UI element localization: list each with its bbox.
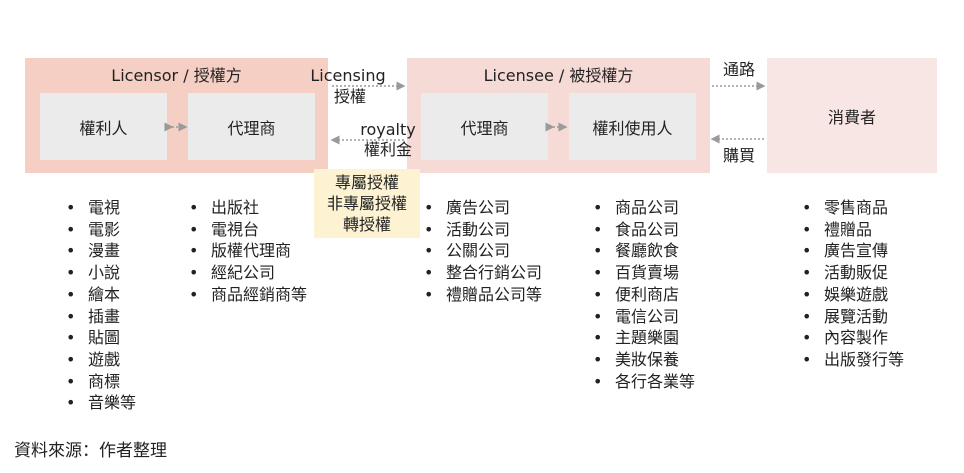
list-item: 廣告宣傳 bbox=[802, 240, 904, 262]
licensee-agent-node: 代理商 bbox=[421, 93, 548, 160]
list-item: 貼圖 bbox=[66, 327, 136, 349]
consumer-label: 消費者 bbox=[827, 107, 876, 127]
licensee-group: Licensee / 被授權方 代理商 權利使用人 bbox=[407, 58, 710, 173]
list-item: 主題樂園 bbox=[593, 327, 695, 349]
list-item: 餐廳飲食 bbox=[593, 240, 695, 262]
licensor-agent-node: 代理商 bbox=[188, 93, 315, 160]
list-item: 版權代理商 bbox=[189, 240, 307, 262]
rights-users-list: 商品公司 食品公司 餐廳飲食 百貨賣場 便利商店 電信公司 主題樂園 美妝保養 … bbox=[593, 197, 695, 392]
list-item: 出版社 bbox=[189, 197, 307, 219]
list-item: 商品經銷商等 bbox=[189, 284, 307, 306]
licensor-agents-list: 出版社 電視台 版權代理商 經紀公司 商品經銷商等 bbox=[189, 197, 307, 306]
rights-user-node: 權利使用人 bbox=[569, 93, 696, 160]
source-note: 資料來源：作者整理 bbox=[14, 441, 167, 461]
list-item: 遊戲 bbox=[66, 349, 136, 371]
list-item: 商標 bbox=[66, 371, 136, 393]
list-item: 電視 bbox=[66, 197, 136, 219]
license-types-box: 專屬授權 非專屬授權 轉授權 bbox=[314, 169, 420, 238]
list-item: 美妝保養 bbox=[593, 349, 695, 371]
licensee-agents-list: 廣告公司 活動公司 公關公司 整合行銷公司 禮贈品公司等 bbox=[424, 197, 542, 306]
list-item: 公關公司 bbox=[424, 240, 542, 262]
list-item: 漫畫 bbox=[66, 240, 136, 262]
list-item: 百貨賣場 bbox=[593, 262, 695, 284]
list-item: 展覽活動 bbox=[802, 306, 904, 328]
list-item: 禮贈品公司等 bbox=[424, 284, 542, 306]
list-item: 音樂等 bbox=[66, 392, 136, 414]
licensing-zh-label: 授權 bbox=[333, 87, 366, 106]
list-item: 電視台 bbox=[189, 219, 307, 241]
list-item: 各行各業等 bbox=[593, 371, 695, 393]
licensee-title: Licensee / 被授權方 bbox=[483, 66, 634, 85]
royalty-en-label: royalty bbox=[360, 120, 416, 139]
rights-holder-node: 權利人 bbox=[40, 93, 167, 160]
licensing-en-label: Licensing bbox=[310, 66, 386, 85]
list-item: 繪本 bbox=[66, 284, 136, 306]
list-item: 禮贈品 bbox=[802, 219, 904, 241]
list-item: 整合行銷公司 bbox=[424, 262, 542, 284]
list-item: 電信公司 bbox=[593, 306, 695, 328]
purchase-label: 購買 bbox=[722, 146, 755, 165]
list-item: 活動販促 bbox=[802, 262, 904, 284]
license-type-sublicense: 轉授權 bbox=[342, 215, 391, 234]
list-item: 食品公司 bbox=[593, 219, 695, 241]
list-item: 活動公司 bbox=[424, 219, 542, 241]
royalty-zh-label: 權利金 bbox=[363, 140, 412, 159]
consumer-items-list: 零售商品 禮贈品 廣告宣傳 活動販促 娛樂遊戲 展覽活動 內容製作 出版發行等 bbox=[802, 197, 904, 371]
list-item: 內容製作 bbox=[802, 327, 904, 349]
license-type-non-exclusive: 非專屬授權 bbox=[326, 194, 407, 213]
list-item: 經紀公司 bbox=[189, 262, 307, 284]
list-item: 商品公司 bbox=[593, 197, 695, 219]
licensor-group: Licensor / 授權方 權利人 代理商 bbox=[25, 58, 328, 173]
list-item: 零售商品 bbox=[802, 197, 904, 219]
list-item: 插畫 bbox=[66, 306, 136, 328]
channel-label: 通路 bbox=[722, 60, 755, 79]
list-item: 電影 bbox=[66, 219, 136, 241]
licensor-title: Licensor / 授權方 bbox=[111, 66, 242, 85]
rights-holders-list: 電視 電影 漫畫 小說 繪本 插畫 貼圖 遊戲 商標 音樂等 bbox=[66, 197, 136, 414]
list-item: 便利商店 bbox=[593, 284, 695, 306]
list-item: 小說 bbox=[66, 262, 136, 284]
list-item: 出版發行等 bbox=[802, 349, 904, 371]
license-type-exclusive: 專屬授權 bbox=[334, 173, 399, 192]
consumer-box: 消費者 bbox=[767, 58, 937, 173]
list-item: 娛樂遊戲 bbox=[802, 284, 904, 306]
list-item: 廣告公司 bbox=[424, 197, 542, 219]
